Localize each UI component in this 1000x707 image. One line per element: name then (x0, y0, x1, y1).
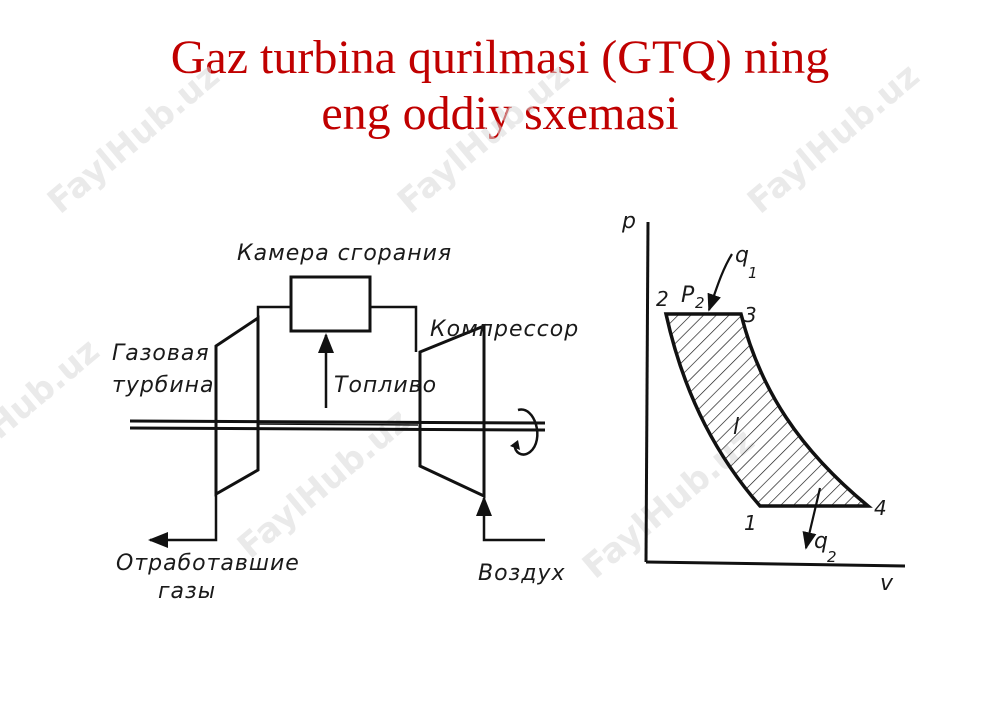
shaft (129, 419, 546, 432)
rotation-icon (510, 408, 539, 456)
label-compressor: Компрессор (430, 317, 579, 342)
watermark-2: FaylHub.uz (390, 56, 577, 222)
point-4: 4 (874, 496, 888, 520)
label-exhaust-1: Отработавшие (116, 551, 300, 576)
slide-title: Gaz turbina qurilmasi (GTQ) ning eng odd… (0, 30, 1000, 142)
point-1: 1 (744, 511, 758, 535)
point-2: 2 (656, 287, 670, 311)
compressor-body (418, 323, 486, 499)
label-air: Воздух (478, 561, 566, 586)
label-q2-sub: 2 (827, 548, 838, 566)
heat-in-arrow (707, 253, 733, 312)
label-q2: q (814, 529, 829, 554)
compressor-outlet-line (370, 305, 418, 352)
label-p2-sub: 2 (695, 294, 706, 312)
turbine-inlet-line (256, 305, 291, 320)
watermark-1: FaylHub.uz (40, 56, 227, 222)
pv-diagram: p v q 1 q 2 P 2 l 1 2 3 4 (621, 209, 906, 596)
label-gas-turbine-1: Газовая (112, 341, 210, 366)
air-inlet-arrow (476, 496, 545, 542)
label-q1-sub: 1 (748, 264, 759, 282)
label-fuel: Топливо (334, 373, 437, 398)
label-q1: q (735, 243, 750, 268)
watermark-3: FaylHub.uz (740, 56, 927, 222)
label-exhaust-2: газы (158, 579, 216, 604)
combustion-chamber-box (289, 275, 372, 333)
v-axis (645, 560, 906, 568)
heat-out-arrow (802, 487, 822, 550)
cycle-area (663, 312, 873, 508)
point-3: 3 (744, 303, 758, 327)
axis-label-p: p (621, 209, 637, 234)
label-p2: P (681, 283, 695, 308)
p-axis (644, 221, 650, 563)
title-line-1: Gaz turbina qurilmasi (GTQ) ning (170, 31, 830, 84)
axis-label-v: v (880, 571, 894, 596)
title-line-2: eng oddiy sxemasi (321, 87, 679, 140)
gtu-scheme: Камера сгорания Компрессор Газовая турби… (112, 241, 579, 604)
gas-turbine-body (214, 315, 260, 497)
watermark-4: FaylHub.uz (0, 331, 107, 497)
label-combustion-chamber: Камера сгорания (237, 241, 452, 266)
exhaust-arrow (148, 494, 218, 548)
label-gas-turbine-2: турбина (112, 373, 215, 398)
label-work: l (733, 415, 740, 440)
